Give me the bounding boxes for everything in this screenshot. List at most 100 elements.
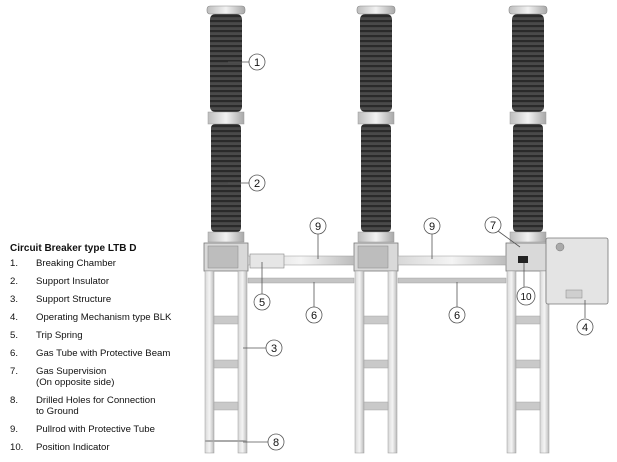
gas-tube-1 [247, 277, 355, 284]
base-flange [357, 231, 395, 243]
legend-number: 2. [10, 276, 19, 287]
brace [363, 359, 389, 369]
cabinet-knob [555, 242, 565, 252]
legend-number: 5. [10, 330, 19, 341]
callout-9 [309, 217, 327, 235]
legend-item: 1. Breaking Chamber [10, 258, 210, 269]
base-flange [509, 231, 547, 243]
pole-2 [353, 5, 399, 454]
callout-label: 6 [311, 310, 317, 322]
legend-text: Gas Tube with Protective Beam [36, 348, 171, 359]
flange [207, 111, 245, 125]
brace [363, 401, 389, 411]
brace [515, 315, 541, 325]
callout-4 [576, 318, 594, 336]
callout-label: 6 [454, 310, 460, 322]
pole-1 [203, 5, 249, 454]
support-insulator [513, 124, 543, 232]
callout-label: 7 [490, 220, 496, 232]
legend-item: 4. Operating Mechanism type BLK [10, 312, 210, 323]
flange [509, 111, 547, 125]
legend-text: Pullrod with Protective Tube [36, 424, 155, 435]
top-cap [508, 5, 548, 15]
legend-item: 10. Position Indicator [10, 442, 210, 453]
pole-3 [505, 5, 551, 454]
legend-text: Operating Mechanism type BLK [36, 312, 172, 323]
brace [363, 315, 389, 325]
brace [515, 359, 541, 369]
top-cap [356, 5, 396, 15]
legend-text: Breaking Chamber [36, 258, 116, 269]
callout-label: 5 [259, 297, 265, 309]
legend-number: 4. [10, 312, 19, 323]
operating-mechanism [545, 237, 609, 305]
callout-label: 1 [254, 57, 260, 69]
breaking-chamber-insulator [210, 14, 242, 112]
legend-number: 1. [10, 258, 19, 269]
legend-text: Drilled Holes for Connection to Ground [36, 395, 156, 417]
pullrod-tube-2 [397, 255, 507, 266]
legend-item: 8. Drilled Holes for Connection to Ground [10, 395, 210, 417]
callout-6-second [448, 306, 466, 324]
housing-detail [357, 245, 389, 269]
legend-number: 3. [10, 294, 19, 305]
pullrod-tube-1 [247, 255, 355, 266]
leg-left [506, 270, 517, 454]
legend-item: 9. Pullrod with Protective Tube [10, 424, 210, 435]
cabinet-plate [565, 289, 583, 299]
leg-left [354, 270, 365, 454]
legend-title: Circuit Breaker type LTB D [10, 243, 137, 254]
callout-6 [305, 306, 323, 324]
legend-number: 10. [10, 442, 24, 453]
mechanism-cabinet [545, 237, 609, 305]
legend-item: 6. Gas Tube with Protective Beam [10, 348, 210, 359]
callout-label: 9 [429, 221, 435, 233]
legend-text: Trip Spring [36, 330, 83, 341]
legend-text: Position Indicator [36, 442, 110, 453]
callout-label: 4 [582, 322, 588, 334]
leg-right [237, 270, 248, 454]
legend-number: 6. [10, 348, 19, 359]
gas-tube-2 [397, 277, 507, 284]
callout-2 [248, 174, 266, 192]
callout-1 [248, 53, 266, 71]
callout-5 [253, 293, 271, 311]
callout-label: 10 [520, 292, 532, 303]
breaking-chamber-insulator [360, 14, 392, 112]
legend-number: 7. [10, 366, 19, 377]
legend-text: Gas Supervision (On opposite side) [36, 366, 115, 388]
leg-right [387, 270, 398, 454]
legend-item: 5. Trip Spring [10, 330, 210, 341]
ground-line [205, 440, 247, 442]
legend-item: 7. Gas Supervision (On opposite side) [10, 366, 210, 388]
brace [213, 359, 239, 369]
callout-label: 2 [254, 178, 260, 190]
legend-item: 2.Support Insulator [10, 276, 210, 287]
legend-item: 3. Support Structure [10, 294, 210, 305]
callout-7 [484, 216, 502, 234]
callout-label: 8 [273, 437, 279, 449]
brace [213, 315, 239, 325]
breaking-chamber-insulator [512, 14, 544, 112]
callout-label: 9 [315, 221, 321, 233]
callouts: 1 2 3 4 5 6 6 7 8 [228, 53, 594, 451]
legend-text: Support Structure [36, 294, 112, 305]
callout-9-second [423, 217, 441, 235]
callout-8 [267, 433, 285, 451]
callout-label: 3 [271, 343, 277, 355]
support-insulator [361, 124, 391, 232]
position-indicator [518, 256, 528, 263]
trip-spring [249, 253, 285, 269]
support-insulator [211, 124, 241, 232]
callout-3 [265, 339, 283, 357]
brace [515, 401, 541, 411]
flange [357, 111, 395, 125]
top-cap [206, 5, 246, 15]
housing-detail [207, 245, 239, 269]
legend-number: 9. [10, 424, 19, 435]
brace [213, 401, 239, 411]
callout-10 [516, 286, 536, 306]
legend-number: 8. [10, 395, 19, 406]
